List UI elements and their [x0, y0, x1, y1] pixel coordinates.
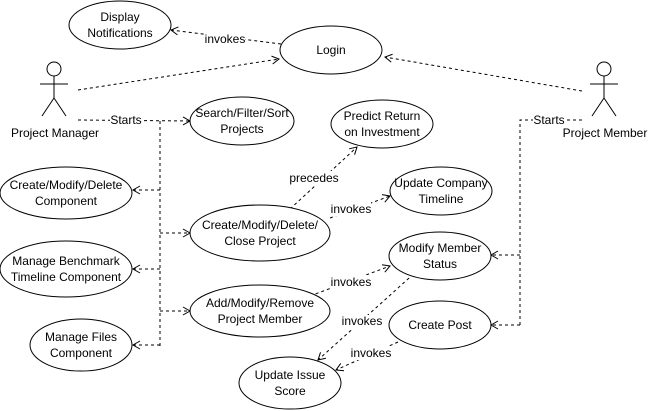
edge-label-invokes-issue-from-post: invokes	[351, 346, 392, 360]
usecase-component-line2: Component	[35, 194, 98, 208]
usecase-project-member-line2: Project Member	[218, 312, 303, 326]
usecase-member-status: Modify Member Status	[388, 231, 492, 281]
usecase-predict-roi: Predict Return on Investment	[330, 99, 434, 149]
usecase-issue-score: Update Issue Score	[238, 356, 342, 410]
usecase-display-notifications-line2: Notifications	[87, 26, 152, 40]
usecase-benchmark-line1: Manage Benchmark	[12, 254, 120, 268]
usecase-predict-roi-line2: on Investment	[344, 125, 420, 139]
edge-member-login	[384, 53, 583, 92]
usecase-update-timeline-line1: Update Company	[394, 176, 487, 190]
usecase-manage-files-line2: Component	[50, 346, 113, 360]
edge-post-invokes-issue	[335, 341, 399, 372]
usecase-update-timeline-line2: Timeline	[419, 192, 464, 206]
edge-member-starts	[519, 119, 582, 325]
usecase-project-line1: Create/Modify/Delete/	[202, 218, 319, 232]
usecase-display-notifications-line1: Display	[100, 10, 139, 24]
usecase-predict-roi-line1: Predict Return	[344, 109, 421, 123]
usecase-project-member-line1: Add/Modify/Remove	[206, 296, 314, 310]
edge-label-starts-member: Starts	[533, 113, 564, 127]
usecase-display-notifications: Display Notifications	[68, 0, 172, 50]
edge-manager-login	[77, 55, 280, 91]
usecase-login-line1: Login	[316, 43, 345, 57]
actor-project-manager-label: Project Manager	[11, 126, 99, 140]
usecase-issue-score-line2: Score	[274, 384, 306, 398]
actor-project-member-label: Project Member	[563, 126, 648, 140]
usecase-benchmark: Manage Benchmark Timeline Component	[0, 240, 133, 298]
edge-label-starts-manager: Starts	[110, 113, 141, 127]
usecase-login: Login	[279, 25, 383, 75]
usecase-component: Create/Modify/Delete Component	[0, 166, 133, 220]
usecase-project-line2: Close Project	[224, 234, 296, 248]
edge-label-invokes-status: invokes	[331, 275, 372, 289]
edge-label-invokes-notifications: invokes	[205, 32, 246, 46]
usecase-update-timeline: Update Company Timeline	[389, 166, 493, 216]
usecase-member-status-line1: Modify Member	[399, 241, 482, 255]
usecase-manage-files: Manage Files Component	[29, 318, 133, 372]
usecase-member-status-line2: Status	[423, 257, 457, 271]
usecase-benchmark-line2: Timeline Component	[11, 270, 122, 284]
usecase-search-projects-line1: Search/Filter/Sort	[195, 106, 289, 120]
edge-label-invokes-timeline: invokes	[331, 202, 372, 216]
actor-project-member: Project Member	[563, 61, 648, 140]
usecase-project-member: Add/Modify/Remove Project Member	[189, 284, 331, 338]
usecase-create-post: Create Post	[388, 300, 492, 350]
edge-label-precedes: precedes	[289, 171, 338, 185]
usecase-manage-files-line1: Manage Files	[45, 330, 117, 344]
actor-project-manager: Project Manager	[11, 61, 99, 140]
edge-label-invokes-issue-from-status: invokes	[342, 314, 383, 328]
usecase-component-line1: Create/Modify/Delete	[10, 178, 123, 192]
usecase-project: Create/Modify/Delete/ Close Project	[189, 204, 331, 262]
usecase-search-projects-line2: Projects	[220, 122, 263, 136]
usecase-search-projects: Search/Filter/Sort Projects	[189, 96, 295, 146]
usecase-create-post-line1: Create Post	[408, 318, 472, 332]
usecase-issue-score-line1: Update Issue	[255, 368, 326, 382]
